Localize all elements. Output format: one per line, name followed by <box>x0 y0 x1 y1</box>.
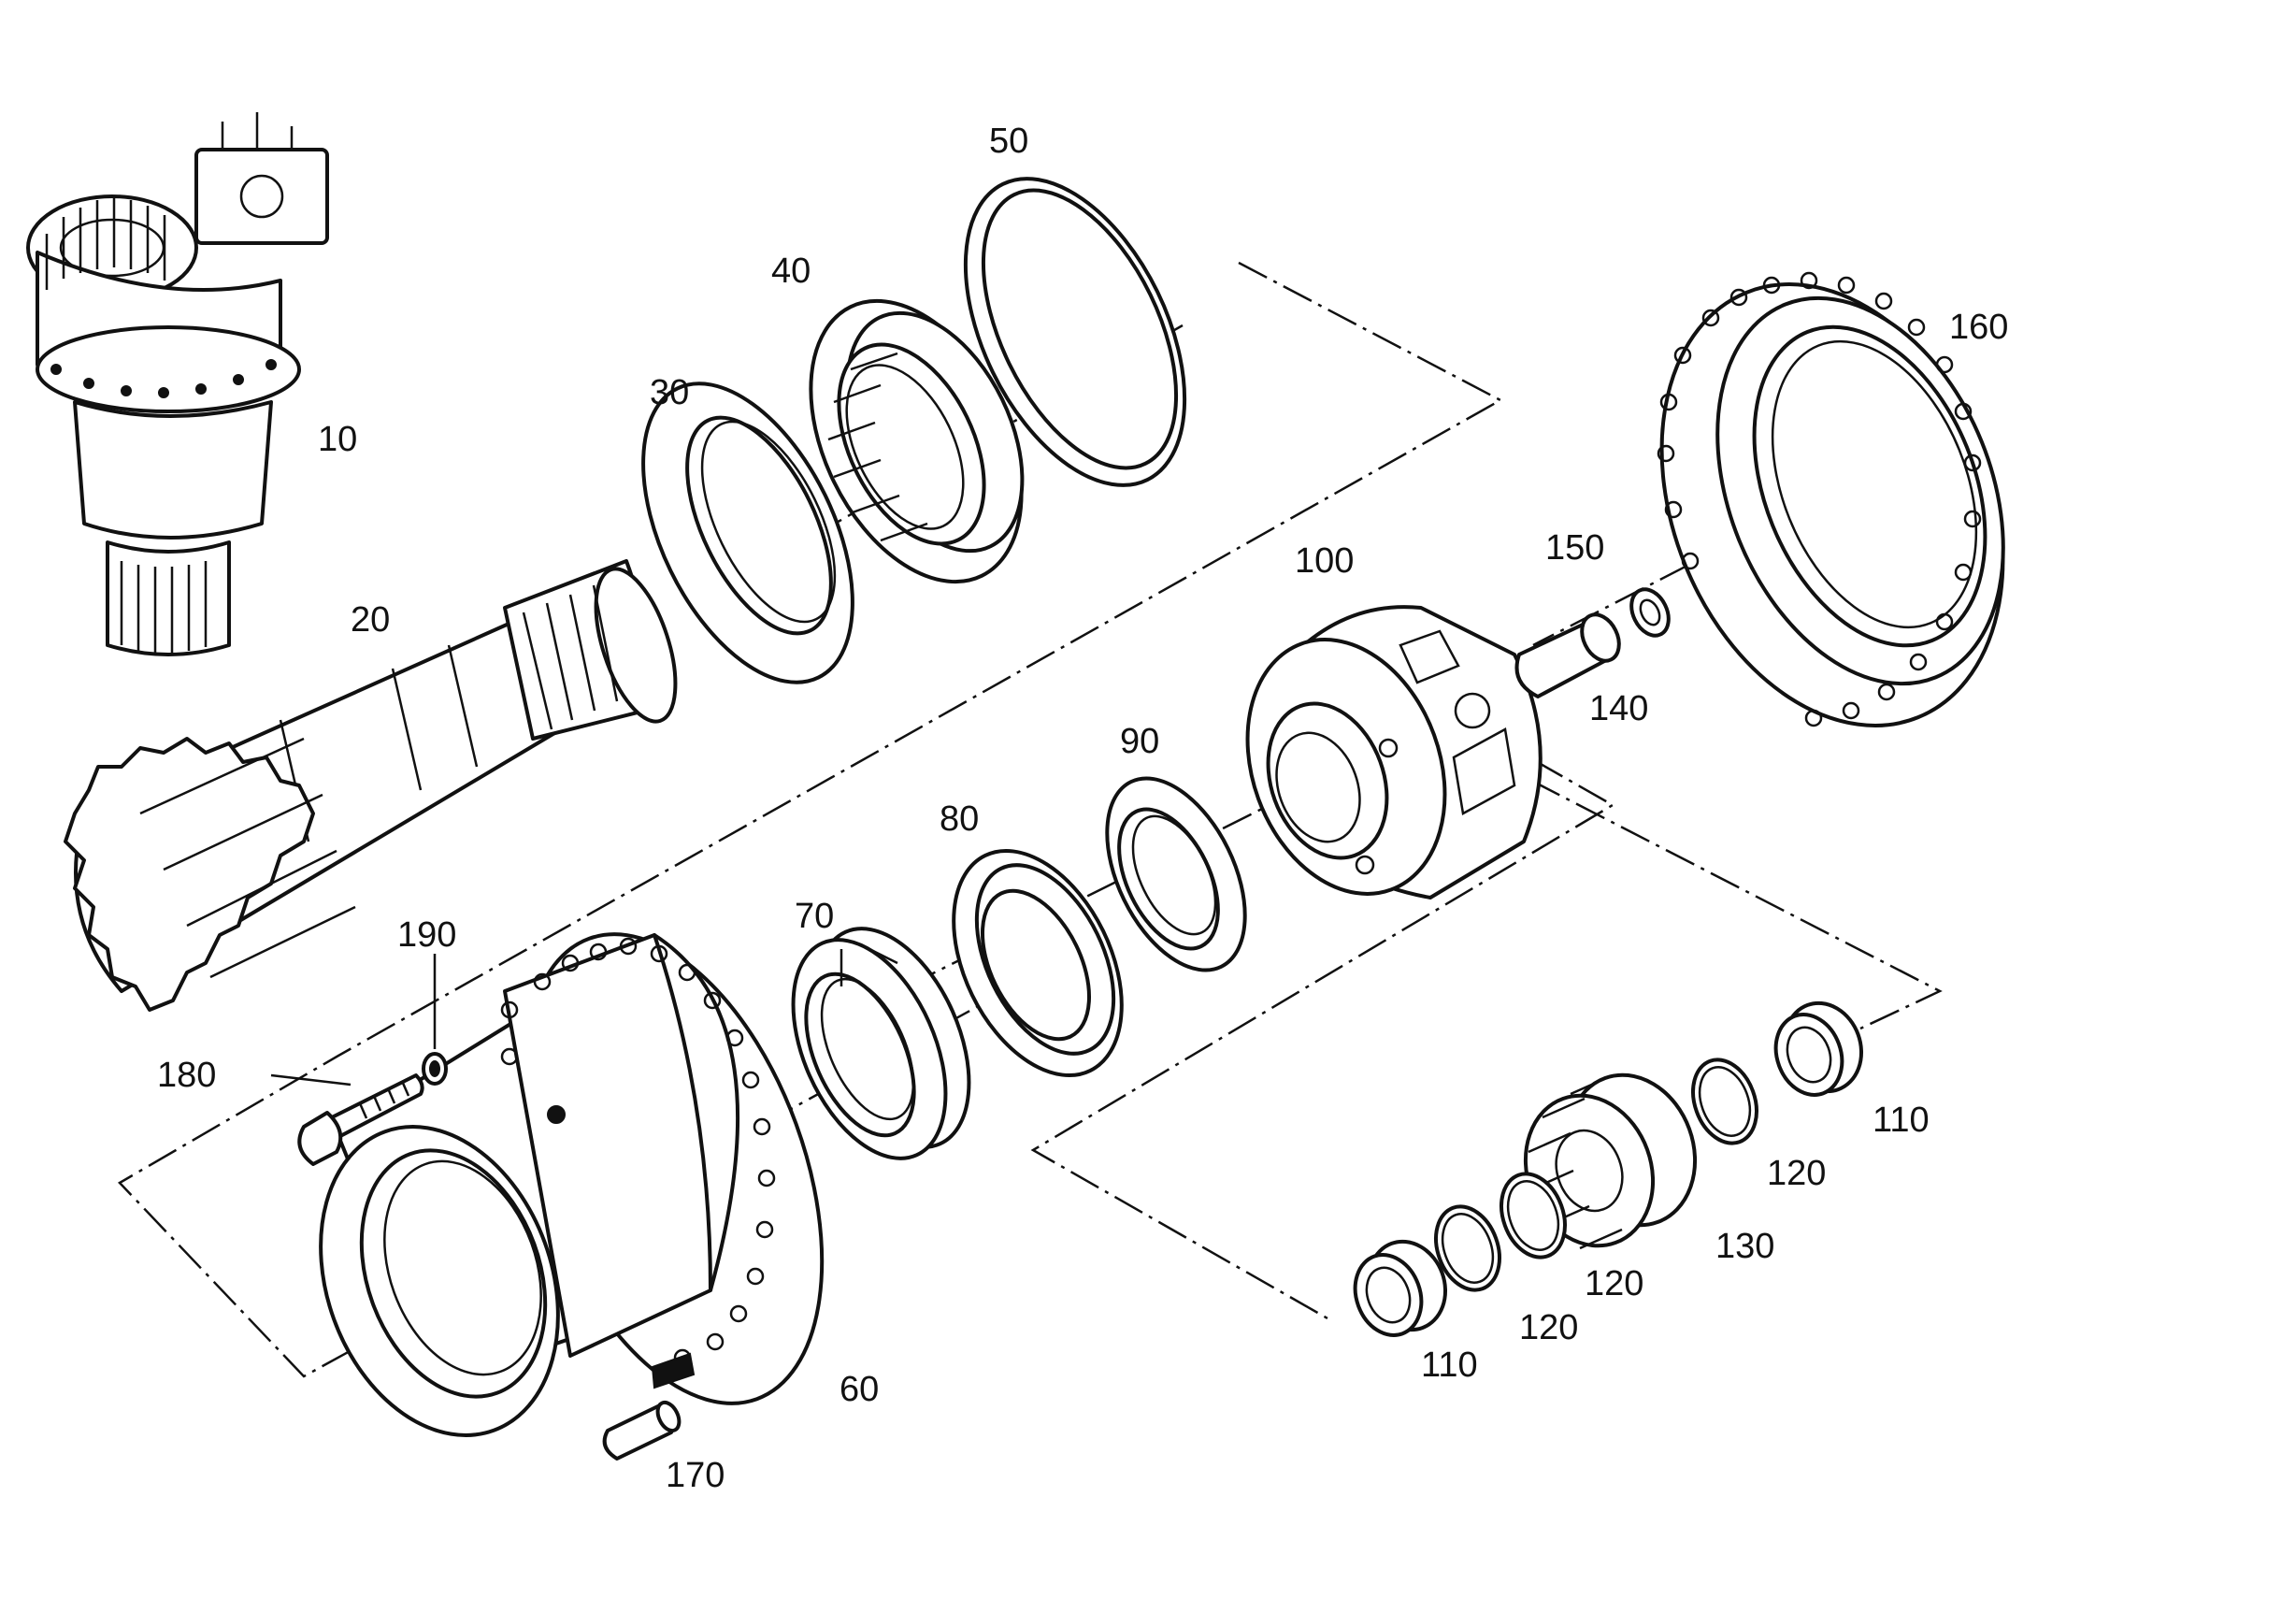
part-120-snap-ring-middle <box>1500 1172 1567 1259</box>
part-150-washer <box>1629 587 1671 638</box>
callout-60: 60 <box>839 1370 879 1409</box>
part-30-seal-ring <box>641 381 854 684</box>
callout-40: 40 <box>771 252 811 291</box>
part-10-motor-unit <box>26 112 329 656</box>
callout-190: 190 <box>397 915 456 955</box>
callout-110-left: 110 <box>1421 1346 1478 1385</box>
part-110-needle-bearing-left <box>1353 1239 1448 1337</box>
callout-160: 160 <box>1949 308 2008 347</box>
callout-170: 170 <box>666 1456 725 1495</box>
callout-150: 150 <box>1545 528 1604 568</box>
part-180-screw <box>297 1073 424 1166</box>
part-110-needle-bearing-right <box>1773 1000 1864 1097</box>
callout-120-middle: 120 <box>1585 1264 1643 1303</box>
part-120-snap-ring-left <box>1434 1204 1501 1292</box>
leader-lines <box>270 943 898 1087</box>
part-160-ring-gear <box>1657 271 2005 727</box>
callout-180: 180 <box>157 1056 216 1095</box>
callout-110-right: 110 <box>1873 1101 1930 1140</box>
callout-50: 50 <box>989 122 1028 161</box>
callout-20: 20 <box>351 600 390 640</box>
callout-80: 80 <box>940 799 979 839</box>
part-20-splined-shaft <box>64 559 678 1012</box>
part-90-slotted-nut <box>1105 776 1247 972</box>
part-120-snap-ring-right <box>1691 1058 1758 1145</box>
callout-130: 130 <box>1715 1227 1774 1266</box>
callout-labels: 10 20 30 40 50 60 70 80 90 100 110 110 1… <box>157 122 2008 1495</box>
callout-30: 30 <box>650 373 689 412</box>
callout-120-right: 120 <box>1767 1154 1826 1193</box>
part-170-dowel-pin <box>602 1400 682 1461</box>
part-140-planet-pin <box>1514 612 1621 698</box>
callout-120-left: 120 <box>1519 1308 1578 1347</box>
part-40-tapered-roller-bearing <box>809 298 1025 584</box>
callout-10: 10 <box>318 420 357 459</box>
part-80-bearing <box>952 848 1124 1078</box>
callout-140: 140 <box>1589 689 1648 728</box>
callout-90: 90 <box>1120 722 1159 761</box>
callout-70: 70 <box>795 897 834 936</box>
part-50-shim-ring <box>963 177 1187 487</box>
part-60-hub-housing <box>319 932 825 1437</box>
callout-100: 100 <box>1295 541 1354 581</box>
part-70-shaft-seal <box>791 927 971 1160</box>
part-190-lock-washer <box>422 1052 448 1086</box>
part-100-planet-carrier <box>1245 605 1543 900</box>
